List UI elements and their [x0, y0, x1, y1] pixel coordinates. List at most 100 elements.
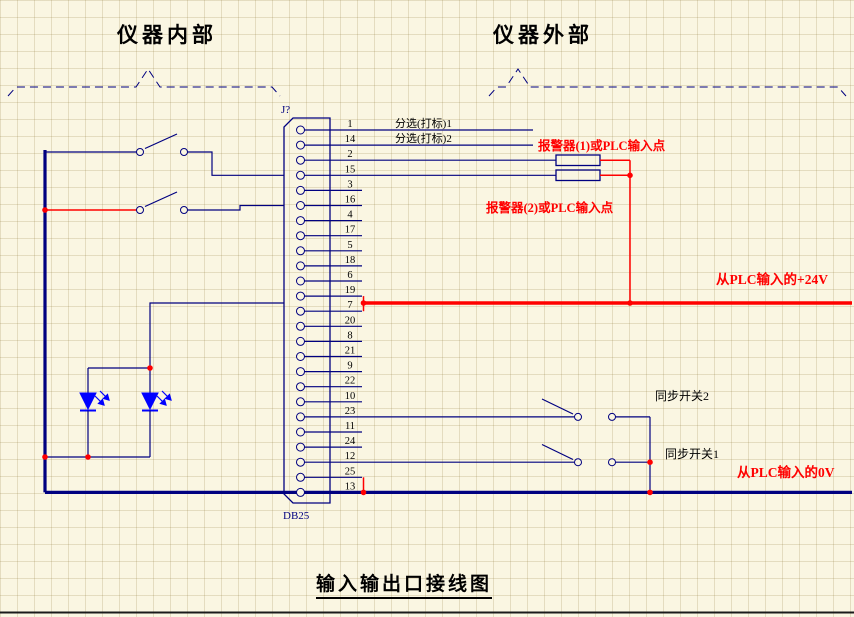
pin-number: 24 [345, 436, 356, 447]
pin-number: 5 [347, 240, 352, 251]
pin-circle [296, 427, 305, 437]
switch-a-output-wire [187, 151, 284, 176]
pin-number: 17 [345, 225, 356, 236]
switch-a-terminal-left [136, 148, 144, 156]
switch-a-arm [144, 133, 178, 150]
internal-circuit [42, 133, 852, 494]
sync2-terminal-right [608, 412, 616, 421]
junction-dot [627, 172, 633, 179]
pin-number: 25 [345, 466, 356, 477]
alarm2-label: 报警器(2)或PLC输入点 [486, 200, 614, 215]
pin-circle [296, 276, 305, 286]
junction-dot [42, 207, 48, 213]
pin-number: 12 [345, 451, 356, 462]
pin-circle [296, 367, 305, 377]
alarm1-label: 报警器(1)或PLC输入点 [538, 138, 666, 153]
sort2-label: 分选(打标)2 [395, 131, 452, 145]
pin-number: 18 [345, 255, 356, 266]
led1-diode [79, 392, 97, 411]
pin-number: 16 [345, 195, 356, 206]
connector-type-label: DB25 [283, 510, 310, 522]
switch-b-terminal-right [180, 206, 188, 214]
pin-circle [296, 261, 305, 271]
pin-number: 13 [345, 481, 356, 492]
pin-circle [296, 291, 305, 301]
junction-dot [647, 459, 653, 466]
led-feed-wire [149, 302, 284, 393]
pin-number: 21 [345, 346, 356, 357]
resistor2 [555, 169, 601, 182]
title-instrument-internal: 仪器内部 [117, 23, 217, 47]
db25-pins: 1 14 2 15 3 16 4 17 5 18 6 19 7 20 8 21 9 22 10 23 11 24 12 25 1… [296, 119, 362, 497]
pin-number: 10 [345, 391, 356, 402]
sort1-label: 分选(打标)1 [395, 116, 452, 130]
db25-connector-body [283, 117, 331, 504]
pin-circle [296, 306, 305, 316]
pin-circle [296, 185, 305, 195]
pin-number: 2 [347, 149, 352, 160]
external-circuit [360, 129, 852, 496]
pin-number: 7 [347, 300, 352, 311]
switch-b-arm [144, 191, 178, 208]
sync2-terminal-left [574, 412, 582, 421]
external-section-brace [488, 68, 847, 97]
pin-circle [296, 442, 305, 452]
pin-circle [296, 246, 305, 256]
db25-connector: 1 14 2 15 3 16 4 17 5 18 6 19 7 20 8 21 9 22 10 23 11 24 12 25 1… [281, 104, 362, 522]
pin-circle [296, 216, 305, 226]
resistor1 [555, 154, 601, 167]
pin-number: 6 [347, 270, 352, 281]
pin-circle [296, 487, 305, 497]
switch-a-terminal-right [180, 148, 188, 156]
pin-circle [296, 321, 305, 331]
pin-number: 8 [347, 330, 352, 341]
pin-number: 23 [345, 406, 356, 417]
pin-circle [296, 140, 305, 150]
connector-designator: J? [281, 104, 290, 116]
junction-dot [147, 365, 153, 371]
sync1-terminal-right [608, 458, 616, 467]
pin-number: 22 [345, 376, 356, 387]
pin-circle [296, 397, 305, 407]
pin-circle [296, 457, 305, 467]
junction-dot [647, 489, 653, 496]
pin-circle [296, 231, 305, 241]
junction-dot [360, 300, 367, 306]
plc-24v-label: 从PLC输入的+24V [716, 271, 828, 287]
pin-circle [296, 170, 305, 180]
pin-circle [296, 125, 305, 135]
switch-b-output-wire [187, 204, 284, 211]
pin-number: 20 [345, 315, 356, 326]
pin-circle [296, 412, 305, 422]
pin-circle [296, 472, 305, 482]
title-instrument-external: 仪器外部 [493, 23, 593, 47]
pin-circle [296, 352, 305, 361]
pin-number: 9 [347, 361, 352, 372]
plc-0v-label: 从PLC输入的0V [737, 464, 835, 480]
pin-circle [296, 382, 305, 392]
pin-circle [296, 201, 305, 210]
sync2-label: 同步开关2 [655, 389, 709, 403]
pin-number: 15 [345, 164, 356, 175]
title-io-wiring-diagram: 输入输出口接线图 [316, 569, 493, 599]
pin-number: 3 [347, 179, 352, 190]
sync2-arm [541, 398, 574, 415]
pin-circle [296, 336, 305, 346]
pin-number: 11 [345, 421, 355, 432]
pin-number: 4 [347, 210, 353, 221]
junction-dot [42, 454, 48, 460]
junction-dot [360, 489, 367, 496]
internal-section-brace [7, 68, 281, 97]
led1-arrows [94, 390, 110, 406]
pin-number: 1 [347, 119, 352, 130]
led2-diode [141, 392, 159, 411]
pin-number: 19 [345, 285, 356, 296]
sync1-arm [541, 443, 574, 461]
pin-number: 14 [345, 134, 356, 145]
junction-dot [85, 454, 91, 460]
switch-b-terminal-left [136, 206, 144, 214]
sync1-terminal-left [574, 458, 582, 467]
pin-circle [296, 155, 305, 165]
